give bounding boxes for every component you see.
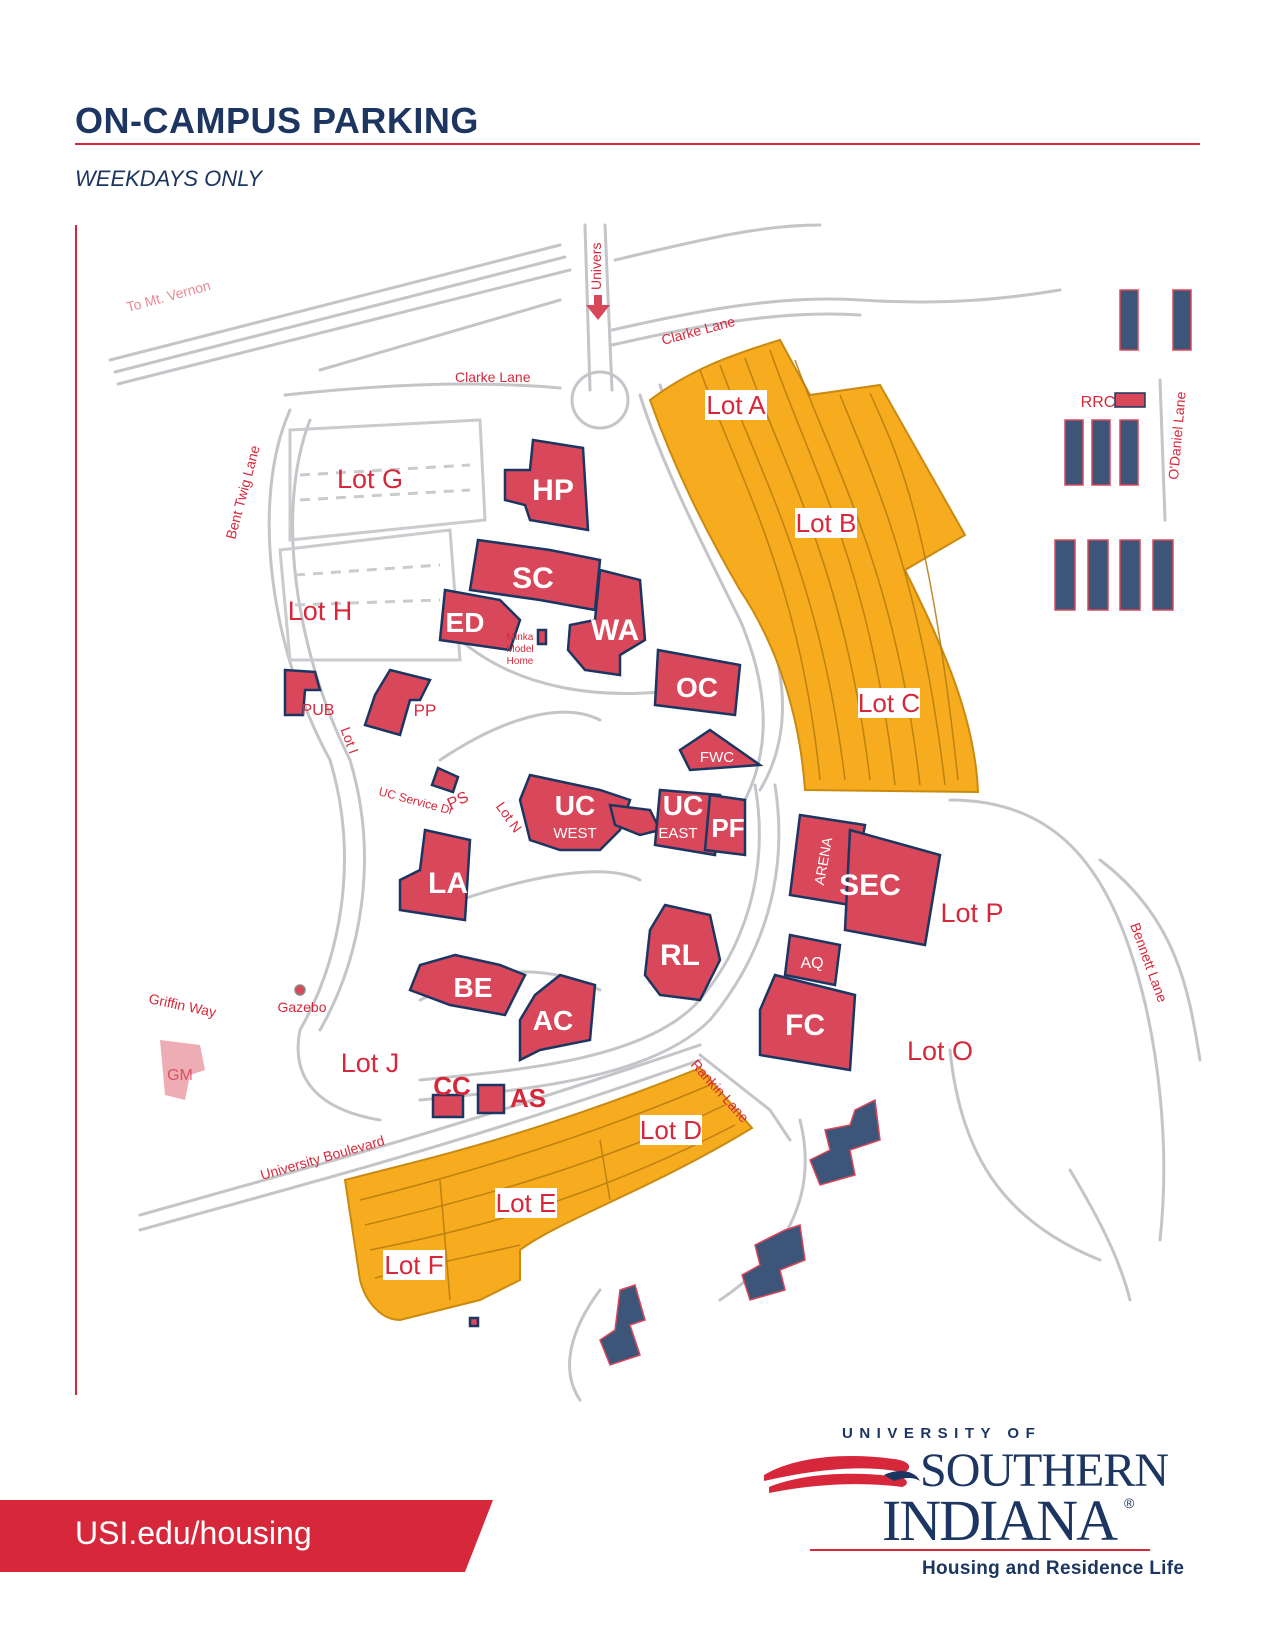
label-lot-h: Lot H	[288, 596, 353, 626]
label-cc: CC	[433, 1071, 471, 1101]
label-lot-g: Lot G	[337, 464, 403, 494]
building-pf	[703, 793, 747, 857]
label-lot-p: Lot P	[940, 898, 1003, 928]
label-rrc: RRC	[1081, 394, 1116, 411]
page-title: ON-CAMPUS PARKING	[75, 100, 479, 141]
label-lot-o: Lot O	[907, 1036, 973, 1066]
label-lot-j: Lot J	[341, 1048, 400, 1078]
left-accent-rule	[75, 225, 77, 1395]
logo-registered-mark: ®	[1124, 1495, 1135, 1511]
label-lot-f: Lot F	[384, 1250, 443, 1280]
label-fc: FC	[785, 1009, 825, 1042]
usi-logo: UNIVERSITY OF SOUTHERN INDIANA ® Housing…	[764, 1425, 1200, 1585]
road-bent-twig: Bent Twig Lane	[222, 443, 262, 540]
road-to-mt-vernon: To Mt. Vernon	[125, 277, 213, 315]
building-wa	[566, 568, 647, 677]
building-ac	[518, 973, 597, 1063]
building-rl	[643, 903, 722, 1002]
label-aq: AQ	[800, 955, 823, 972]
logo-university-of: UNIVERSITY OF	[842, 1425, 1042, 1442]
minka-label: Minka Model Home	[506, 632, 533, 667]
label-rl: RL	[660, 939, 700, 972]
lot-labels: Lot A Lot B Lot C Lot D Lot E Lot F Lot …	[288, 390, 1004, 1280]
label-as: AS	[510, 1083, 546, 1113]
road-odaniel: O'Daniel Lane	[1165, 391, 1189, 481]
building-ed	[438, 588, 522, 652]
building-fc	[758, 973, 857, 1072]
label-be: BE	[454, 972, 493, 1003]
building-ps	[430, 766, 460, 794]
label-lot-e: Lot E	[496, 1188, 557, 1218]
gazebo-marker	[294, 984, 306, 996]
building-pp	[363, 668, 432, 737]
housing-buildings	[599, 289, 1192, 1366]
label-gm: GM	[167, 1067, 193, 1084]
road-univers: Univers	[588, 243, 604, 290]
logo-rule	[810, 1549, 1150, 1551]
building-as	[476, 1083, 506, 1115]
building-be	[408, 953, 527, 1017]
gm-building-faded	[160, 1040, 205, 1100]
building-oc	[653, 648, 742, 717]
page-subtitle: WEEKDAYS ONLY	[75, 166, 263, 191]
lot-abc-shape	[648, 338, 980, 794]
label-pp: PP	[414, 701, 437, 720]
label-uc-east: UC	[663, 790, 703, 821]
label-lot-c: Lot C	[858, 688, 920, 718]
label-oc: OC	[676, 672, 718, 703]
university-arrow-icon	[586, 295, 610, 320]
label-hp: HP	[532, 474, 574, 507]
label-pub: PUB	[302, 702, 335, 719]
logo-southern: SOUTHERN	[920, 1444, 1169, 1497]
label-pf: PF	[711, 813, 744, 843]
footer-red-band	[0, 1500, 493, 1572]
road-griffin: Griffin Way	[147, 990, 217, 1020]
building-small	[468, 1316, 480, 1328]
label-uc-east-sub: EAST	[658, 825, 697, 842]
building-uc-west	[518, 773, 632, 852]
logo-housing-subtitle: Housing and Residence Life	[922, 1558, 1185, 1579]
label-sec: SEC	[839, 869, 901, 902]
building-uc-east	[653, 788, 722, 857]
building-labels: HP SC ED WA OC PUB PP FWC PS UC WEST UC …	[167, 394, 1115, 1113]
label-lot-d: Lot D	[640, 1115, 702, 1145]
label-gazebo: Gazebo	[277, 999, 326, 1015]
building-la	[398, 828, 472, 922]
svg-text:Minka: Minka	[507, 632, 534, 643]
building-hp	[503, 438, 590, 532]
label-sc: SC	[512, 562, 554, 595]
label-wa: WA	[591, 614, 639, 647]
label-fwc: FWC	[700, 749, 734, 766]
label-ac: AC	[533, 1005, 573, 1036]
lot-g-h-outlines	[278, 418, 487, 662]
building-cc	[431, 1093, 465, 1119]
svg-text:Home: Home	[507, 656, 534, 667]
label-uc-west-sub: WEST	[553, 825, 596, 842]
label-lot-b: Lot B	[796, 508, 857, 538]
label-ed: ED	[446, 607, 485, 638]
label-lot-a: Lot A	[706, 390, 766, 420]
building-aq	[783, 933, 842, 987]
road-clarke-lane-1: Clarke Lane	[455, 369, 531, 385]
building-fwc	[678, 728, 764, 772]
building-uc-connector	[608, 803, 662, 837]
building-sec	[843, 828, 942, 947]
footer-url-link[interactable]: USI.edu/housing	[75, 1515, 312, 1551]
road-network	[108, 223, 1202, 1402]
academic-buildings	[283, 438, 942, 1328]
building-minka	[536, 628, 548, 646]
building-pub	[283, 668, 322, 717]
svg-text:Model: Model	[506, 644, 533, 655]
label-la: LA	[428, 867, 468, 900]
label-uc-west: UC	[555, 790, 595, 821]
logo-flame-icon	[764, 1455, 920, 1493]
logo-indiana: INDIANA	[882, 1488, 1118, 1553]
title-divider	[75, 143, 1200, 145]
